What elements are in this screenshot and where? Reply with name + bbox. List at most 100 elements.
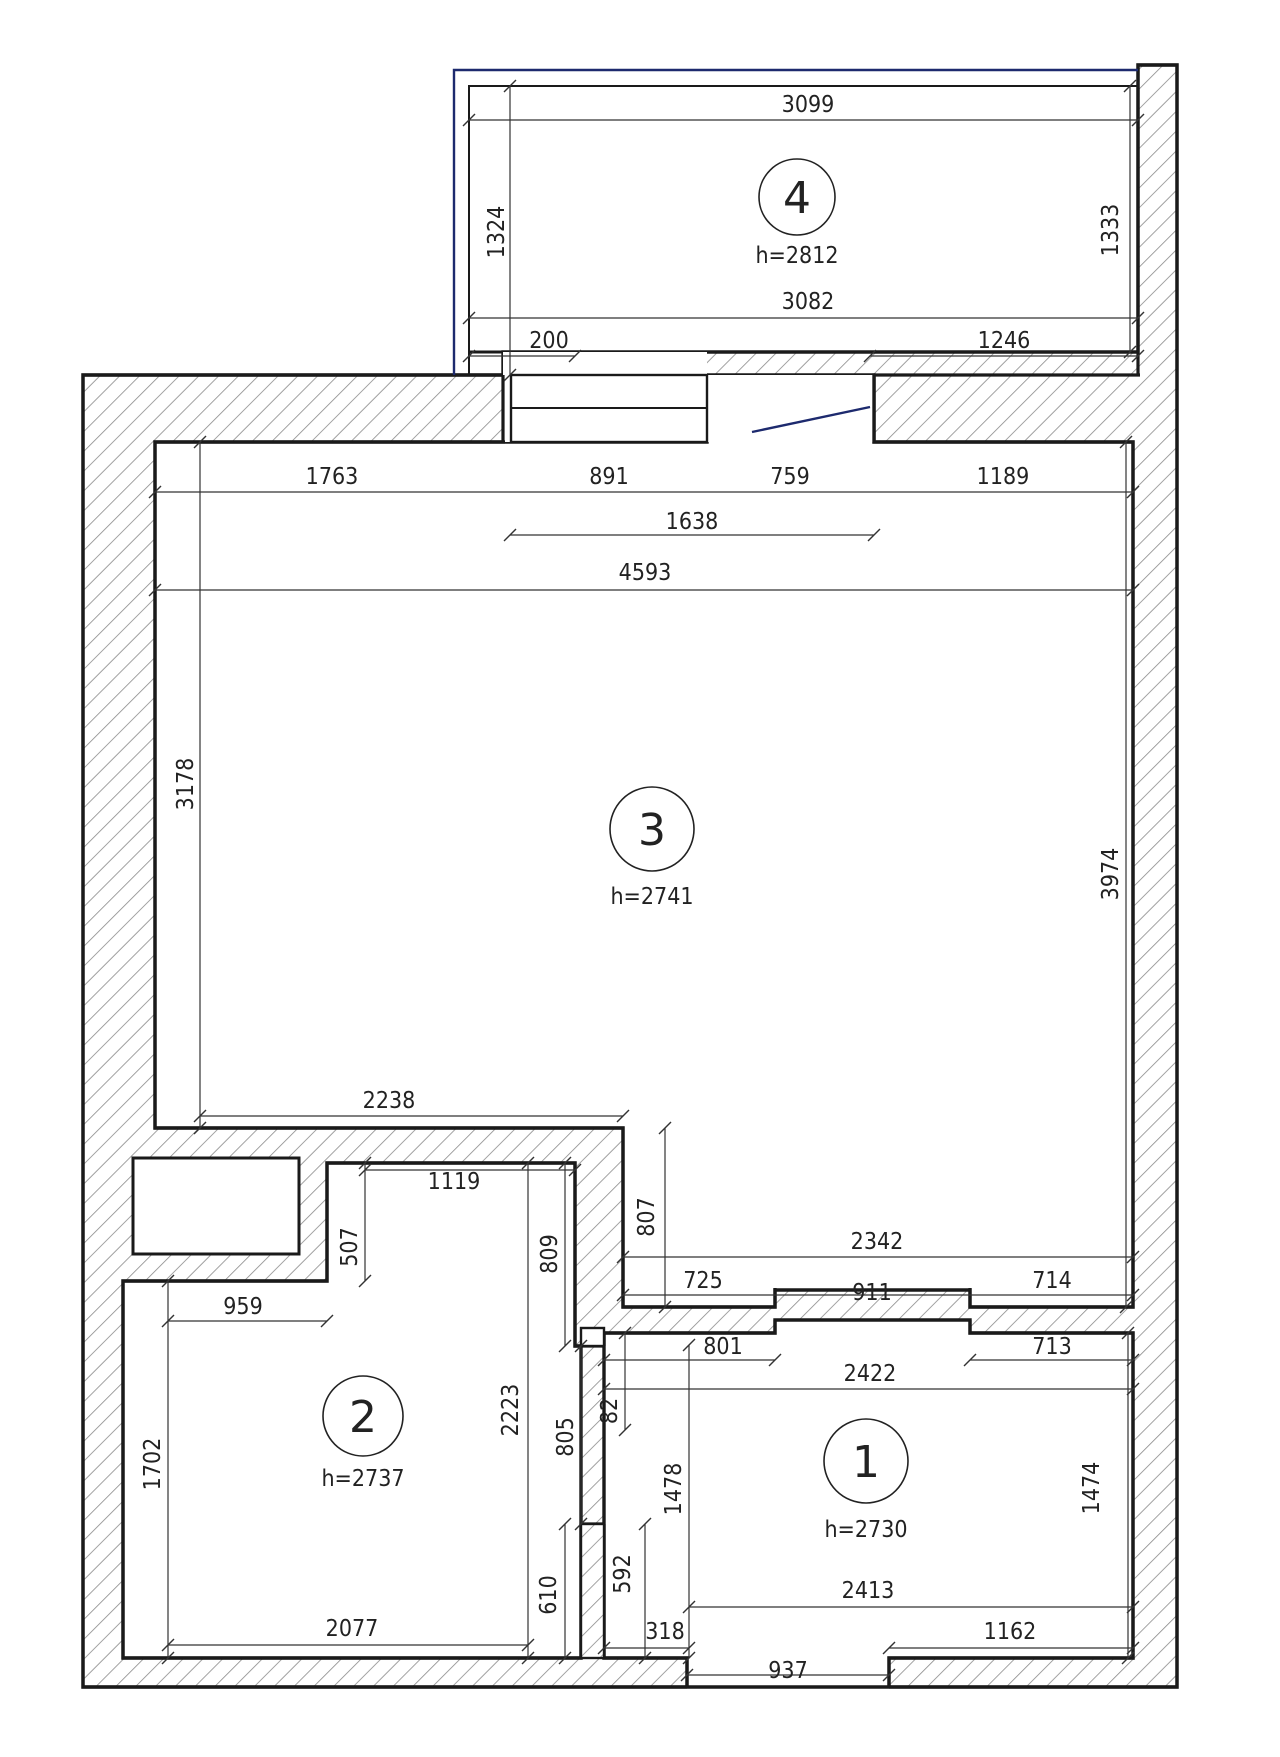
dim-1702: 1702: [140, 1438, 166, 1491]
dimension-tick: [863, 349, 877, 363]
room-outlines: [81, 63, 1179, 1689]
dimension-tick: [462, 113, 476, 127]
dimension-tick: [320, 1314, 334, 1328]
dimension-tick: [1126, 1600, 1140, 1614]
dim-3099: 3099: [782, 92, 835, 118]
dimension-tick: [193, 1109, 207, 1123]
dimension-tick: [503, 528, 517, 542]
dimension-tick: [597, 1353, 611, 1367]
dimension-tick: [358, 1163, 372, 1177]
dimension-tick: [358, 1274, 372, 1288]
room-3-marker: 3 h=2741: [609, 786, 695, 910]
dim-610: 610: [536, 1575, 562, 1615]
dimension-tick: [161, 1314, 175, 1328]
dimension-tick: [867, 528, 881, 542]
room-2-marker: 2 h=2737: [321, 1375, 405, 1492]
dim-809: 809: [537, 1234, 563, 1274]
dimension-tick: [1123, 345, 1137, 359]
dim-3974: 3974: [1098, 848, 1124, 901]
dim-1333: 1333: [1098, 204, 1124, 257]
dim-2413: 2413: [842, 1578, 895, 1604]
dimension-tick: [1121, 1651, 1135, 1665]
dimension-tick: [682, 1641, 696, 1655]
dimension-tick: [682, 1600, 696, 1614]
dim-4593: 4593: [619, 560, 672, 586]
dim-592: 592: [610, 1554, 636, 1594]
dimension-tick: [658, 1121, 672, 1135]
dimension-tick: [193, 435, 207, 449]
dimension-tick: [462, 349, 476, 363]
dim-911: 911: [852, 1280, 892, 1306]
dimension-tick: [1126, 1250, 1140, 1264]
dimension-tick: [503, 79, 517, 93]
dimension-labels: 3099 1324 1333 3082 200 1246 1763 891 75…: [140, 92, 1124, 1684]
dim-725: 725: [683, 1268, 723, 1294]
dimension-tick: [882, 1668, 896, 1682]
dimension-tick: [558, 1517, 572, 1531]
dim-1478: 1478: [661, 1463, 687, 1516]
dim-507: 507: [337, 1227, 363, 1267]
dimension-tick: [503, 368, 517, 382]
dim-805: 805: [553, 1417, 579, 1457]
partition-walls: [579, 1326, 606, 1660]
dimension-tick: [616, 1288, 630, 1302]
dim-200: 200: [529, 328, 569, 354]
dim-1246: 1246: [978, 328, 1031, 354]
dimension-tick: [682, 1651, 696, 1665]
dim-1119: 1119: [428, 1169, 481, 1195]
dimension-tick: [1121, 1326, 1135, 1340]
dim-1763: 1763: [306, 464, 359, 490]
dimension-tick: [1131, 113, 1145, 127]
dimension-tick: [1126, 1353, 1140, 1367]
room-4-marker: 4 h=2812: [755, 158, 839, 269]
dim-318: 318: [645, 1619, 685, 1645]
dim-759: 759: [770, 464, 810, 490]
dim-1162: 1162: [984, 1619, 1037, 1645]
dimension-tick: [148, 583, 162, 597]
dimension-tick: [161, 1651, 175, 1665]
balcony: [452, 68, 1139, 375]
dimension-tick: [658, 1300, 672, 1314]
dimension-tick: [1119, 435, 1133, 449]
dimension-tick: [638, 1517, 652, 1531]
wardrobe-block: [131, 1156, 301, 1256]
dim-2238: 2238: [363, 1088, 416, 1114]
dimension-tick: [521, 1651, 535, 1665]
dim-713: 713: [1032, 1334, 1072, 1360]
dim-959: 959: [223, 1294, 263, 1320]
dimension-tick: [682, 1338, 696, 1352]
room-1-number: 1: [852, 1437, 880, 1488]
room-1-height: h=2730: [824, 1517, 907, 1543]
room-4-number: 4: [783, 173, 811, 224]
dimension-tick: [768, 1353, 782, 1367]
dimension-tick: [358, 1156, 372, 1170]
dimension-tick: [1126, 1641, 1140, 1655]
dim-1638: 1638: [666, 509, 719, 535]
dimension-tick: [963, 1353, 977, 1367]
dimension-tick: [574, 1339, 588, 1353]
room-3-height: h=2741: [610, 884, 693, 910]
dim-801: 801: [703, 1334, 743, 1360]
room-4-height: h=2812: [755, 243, 838, 269]
dimension-tick: [616, 1250, 630, 1264]
dimension-tick: [161, 1274, 175, 1288]
dimension-tick: [680, 1668, 694, 1682]
room-2-height: h=2737: [321, 1466, 404, 1492]
dimension-tick: [462, 311, 476, 325]
dimension-tick: [616, 1109, 630, 1123]
dim-2422: 2422: [844, 1361, 897, 1387]
room-3-number: 3: [638, 805, 666, 856]
dim-3082: 3082: [782, 289, 835, 315]
dim-1324: 1324: [484, 206, 510, 259]
dimension-tick: [148, 485, 162, 499]
dimension-tick: [1123, 79, 1137, 93]
dimension-tick: [558, 1156, 572, 1170]
dim-3178: 3178: [173, 758, 199, 811]
dim-1474: 1474: [1079, 1462, 1105, 1515]
dimension-tick: [1126, 1288, 1140, 1302]
dimension-lines: [148, 79, 1145, 1682]
dim-2342: 2342: [851, 1229, 904, 1255]
dimension-tick: [597, 1641, 611, 1655]
dimension-tick: [1131, 311, 1145, 325]
